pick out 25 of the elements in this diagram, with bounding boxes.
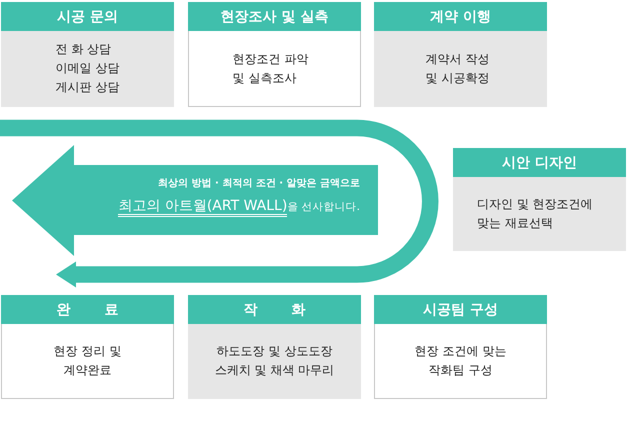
step-title: 현장조사 및 실측	[188, 2, 361, 31]
step-title: 계약 이행	[374, 2, 547, 31]
step-card	[188, 295, 361, 399]
step-title: 시공 문의	[1, 2, 174, 31]
slogan-headline: 최고의 아트월(ART WALL)을 선사합니다.	[118, 195, 360, 218]
step-description: 현장 정리 및 계약완료	[52, 343, 122, 379]
step-title: 시공팀 구성	[374, 295, 547, 324]
step-title: 완 료	[1, 295, 174, 324]
step-card	[374, 2, 547, 107]
step-title: 시안 디자인	[453, 148, 626, 177]
step-card	[374, 295, 547, 399]
list-item: 게시판 상담	[56, 79, 120, 96]
step-title: 작 화	[188, 295, 361, 324]
step-card	[453, 148, 626, 251]
slogan-text: 최상의 방법 · 최적의 조건 · 알맞은 금액으로	[158, 177, 360, 191]
step-description: 디자인 및 현장조건에 맞는 재료선택	[477, 196, 594, 232]
step-description: 하도도장 및 상도도장 스케치 및 채색 마무리	[214, 343, 336, 379]
step-card	[1, 295, 174, 399]
step-description: 현장 조건에 맞는 작화팀 구성	[414, 343, 508, 379]
step-card	[188, 2, 361, 107]
step-description: 현장조건 파악 및 실측조사	[232, 50, 310, 86]
step-description: 계약서 작성 및 시공확정	[426, 50, 490, 86]
list-item: 전 화 상담	[56, 41, 112, 58]
list-item: 이메일 상담	[56, 60, 120, 77]
step-card	[1, 2, 174, 107]
